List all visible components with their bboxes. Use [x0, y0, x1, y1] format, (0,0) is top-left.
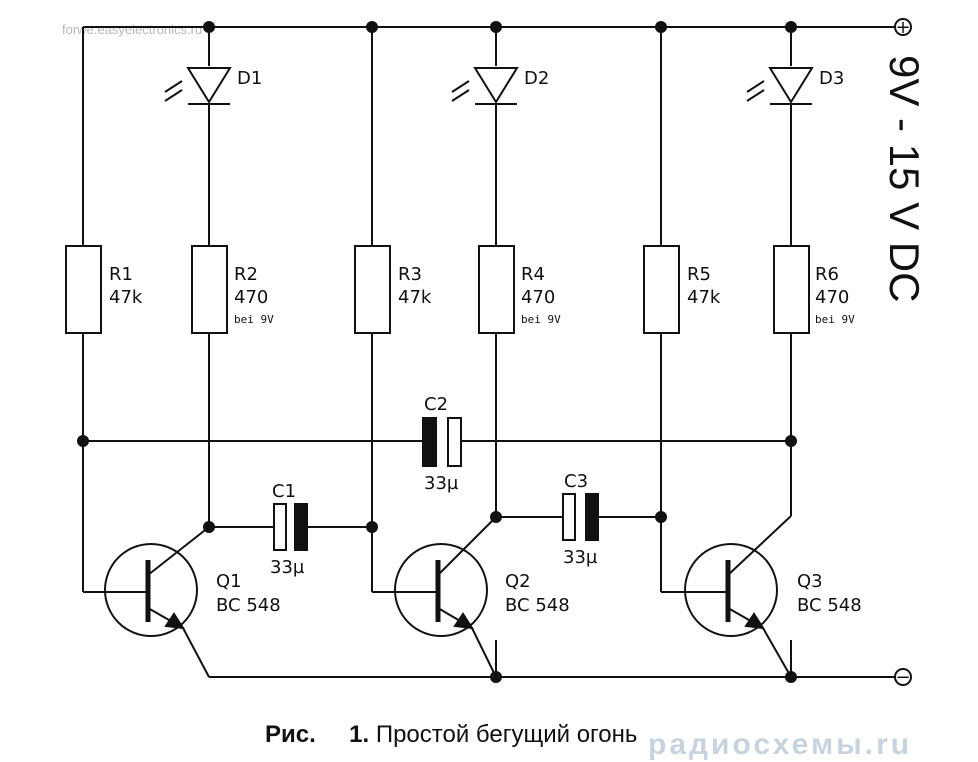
- led-d1-label: D1: [237, 68, 262, 89]
- caption-number: 1.: [349, 721, 370, 748]
- c3-value: 33µ: [563, 547, 598, 568]
- q2-ref: Q2: [505, 571, 531, 592]
- resistor-r4: [478, 245, 515, 334]
- c1-ref: C1: [272, 481, 296, 502]
- resistor-r2: [191, 245, 228, 334]
- plus-sign: +: [895, 17, 910, 38]
- resistor-r6: [773, 245, 810, 334]
- r2-note: bei 9V: [234, 313, 274, 326]
- c2-value: 33µ: [424, 473, 459, 494]
- transistor-q3: [684, 515, 792, 637]
- c3-ref: C3: [564, 471, 588, 492]
- transistor-q1: [104, 526, 210, 637]
- c1-value: 33µ: [270, 557, 305, 578]
- positive-terminal: [894, 18, 912, 36]
- capacitor-c1: [273, 503, 308, 551]
- led-d2: [451, 67, 519, 105]
- r2-ref: R2: [234, 264, 258, 285]
- r4-ref: R4: [521, 264, 545, 285]
- q3-ref: Q3: [797, 571, 823, 592]
- minus-sign: −: [895, 667, 910, 688]
- led-d2-label: D2: [524, 68, 549, 89]
- transistor-q2: [394, 516, 497, 637]
- c2-ref: C2: [424, 394, 448, 415]
- capacitor-c2: [422, 417, 462, 467]
- resistor-r1: [65, 245, 102, 334]
- r1-value: 47k: [109, 287, 143, 308]
- q2-type: BC 548: [505, 595, 570, 616]
- resistor-r3: [354, 245, 391, 334]
- r3-ref: R3: [398, 264, 422, 285]
- q1-ref: Q1: [216, 571, 242, 592]
- r6-ref: R6: [815, 264, 839, 285]
- negative-terminal: [894, 668, 912, 686]
- r5-value: 47k: [687, 287, 721, 308]
- r4-note: bei 9V: [521, 313, 561, 326]
- watermark-bottom: радиосхемы.ru: [648, 728, 913, 761]
- q3-type: BC 548: [797, 595, 862, 616]
- led-d3: [746, 67, 814, 105]
- caption-prefix: Рис.: [265, 721, 316, 748]
- capacitor-c3: [562, 493, 599, 541]
- r5-ref: R5: [687, 264, 711, 285]
- resistor-r5: [643, 245, 680, 334]
- r3-value: 47k: [398, 287, 432, 308]
- r1-ref: R1: [109, 264, 133, 285]
- q1-type: BC 548: [216, 595, 281, 616]
- figure-caption: Рис. 1. Простой бегущий огонь: [265, 721, 637, 749]
- r2-value: 470: [234, 287, 268, 308]
- r6-value: 470: [815, 287, 849, 308]
- supply-voltage-label: 9V - 15 V DC: [881, 55, 928, 302]
- led-d3-label: D3: [819, 68, 844, 89]
- junction-dots: [77, 21, 797, 683]
- led-d1: [164, 67, 232, 105]
- r6-note: bei 9V: [815, 313, 855, 326]
- r4-value: 470: [521, 287, 555, 308]
- caption-text: Простой бегущий огонь: [375, 721, 638, 748]
- watermark-top: forwe.easyelectronics.ru: [62, 22, 203, 37]
